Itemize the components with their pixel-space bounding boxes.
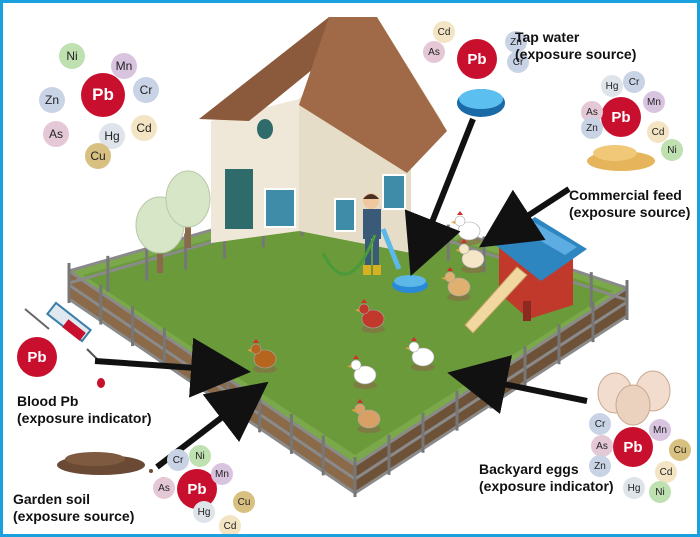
element-cd-top-left: Cd: [131, 115, 157, 141]
house: [199, 17, 447, 253]
label-backyard-eggs-sub: (exposure indicator): [479, 478, 614, 494]
label-blood-pb-title: Blood Pb: [17, 393, 79, 409]
element-pb-tap-water: Pb: [457, 39, 497, 79]
element-pb-commercial-feed: Pb: [601, 97, 641, 137]
label-commercial-feed-title: Commercial feed: [569, 187, 682, 203]
element-cr-commercial-feed: Cr: [623, 71, 645, 93]
element-mn-backyard-eggs: Mn: [649, 419, 671, 441]
water-bowl: [392, 275, 428, 293]
element-cd-commercial-feed: Cd: [647, 121, 669, 143]
element-ni-backyard-eggs: Ni: [649, 481, 671, 503]
label-blood-pb: Blood Pb (exposure indicator): [17, 393, 152, 427]
element-cd-garden-soil: Cd: [219, 515, 241, 534]
element-cu-garden-soil: Cu: [233, 491, 255, 513]
chicken: [347, 355, 377, 389]
label-commercial-feed-sub: (exposure source): [569, 204, 691, 220]
tap-water-bowl: [457, 89, 505, 117]
element-as-tap-water: As: [423, 41, 445, 63]
label-tap-water-title: Tap water: [515, 29, 580, 45]
element-ni-top-left: Ni: [59, 43, 85, 69]
chicken: [351, 399, 381, 433]
element-zn-top-left: Zn: [39, 87, 65, 113]
chicken: [405, 337, 435, 371]
element-pb-top-left: Pb: [81, 73, 125, 117]
chicken: [455, 239, 485, 273]
element-mn-commercial-feed: Mn: [643, 91, 665, 113]
element-as-top-left: As: [43, 121, 69, 147]
element-hg-commercial-feed: Hg: [601, 75, 623, 97]
element-cr-top-left: Cr: [133, 77, 159, 103]
element-mn-garden-soil: Mn: [211, 463, 233, 485]
label-garden-soil: Garden soil (exposure source): [13, 491, 134, 525]
soil-pile: [57, 452, 165, 481]
element-cr-garden-soil: Cr: [167, 449, 189, 471]
trees: [135, 170, 211, 273]
label-tap-water-sub: (exposure source): [515, 46, 637, 62]
element-hg-garden-soil: Hg: [193, 501, 215, 523]
element-cu-backyard-eggs: Cu: [669, 439, 691, 461]
element-mn-top-left: Mn: [111, 53, 137, 79]
chicken: [247, 339, 277, 373]
element-cd-tap-water: Cd: [433, 21, 455, 43]
element-as-garden-soil: As: [153, 477, 175, 499]
element-cd-backyard-eggs: Cd: [655, 461, 677, 483]
label-backyard-eggs-title: Backyard eggs: [479, 461, 579, 477]
element-zn-commercial-feed: Zn: [581, 117, 603, 139]
farm-scene-illustration: [24, 17, 671, 497]
element-ni-garden-soil: Ni: [189, 445, 211, 467]
element-ni-commercial-feed: Ni: [661, 139, 683, 161]
eggs: [597, 370, 671, 426]
label-backyard-eggs: Backyard eggs (exposure indicator): [479, 461, 614, 495]
element-hg-backyard-eggs: Hg: [623, 477, 645, 499]
label-commercial-feed: Commercial feed (exposure source): [569, 187, 690, 221]
label-tap-water: Tap water (exposure source): [515, 29, 636, 63]
element-zn-backyard-eggs: Zn: [589, 455, 611, 477]
chicken: [355, 299, 385, 333]
element-as-backyard-eggs: As: [591, 435, 613, 457]
label-garden-soil-title: Garden soil: [13, 491, 91, 507]
farmer: [321, 193, 402, 276]
element-cr-backyard-eggs: Cr: [589, 413, 611, 435]
feed-pile: [587, 145, 655, 171]
label-garden-soil-sub: (exposure source): [13, 508, 135, 524]
element-pb-backyard-eggs: Pb: [613, 427, 653, 467]
element-cu-top-left: Cu: [85, 143, 111, 169]
chicken: [441, 267, 471, 301]
element-pb-blood: Pb: [17, 337, 57, 377]
syringe-icon: [24, 301, 105, 388]
element-zn-tap-water: Zn: [505, 31, 527, 53]
label-blood-pb-sub: (exposure indicator): [17, 410, 152, 426]
element-cr-tap-water: Cr: [507, 51, 529, 73]
